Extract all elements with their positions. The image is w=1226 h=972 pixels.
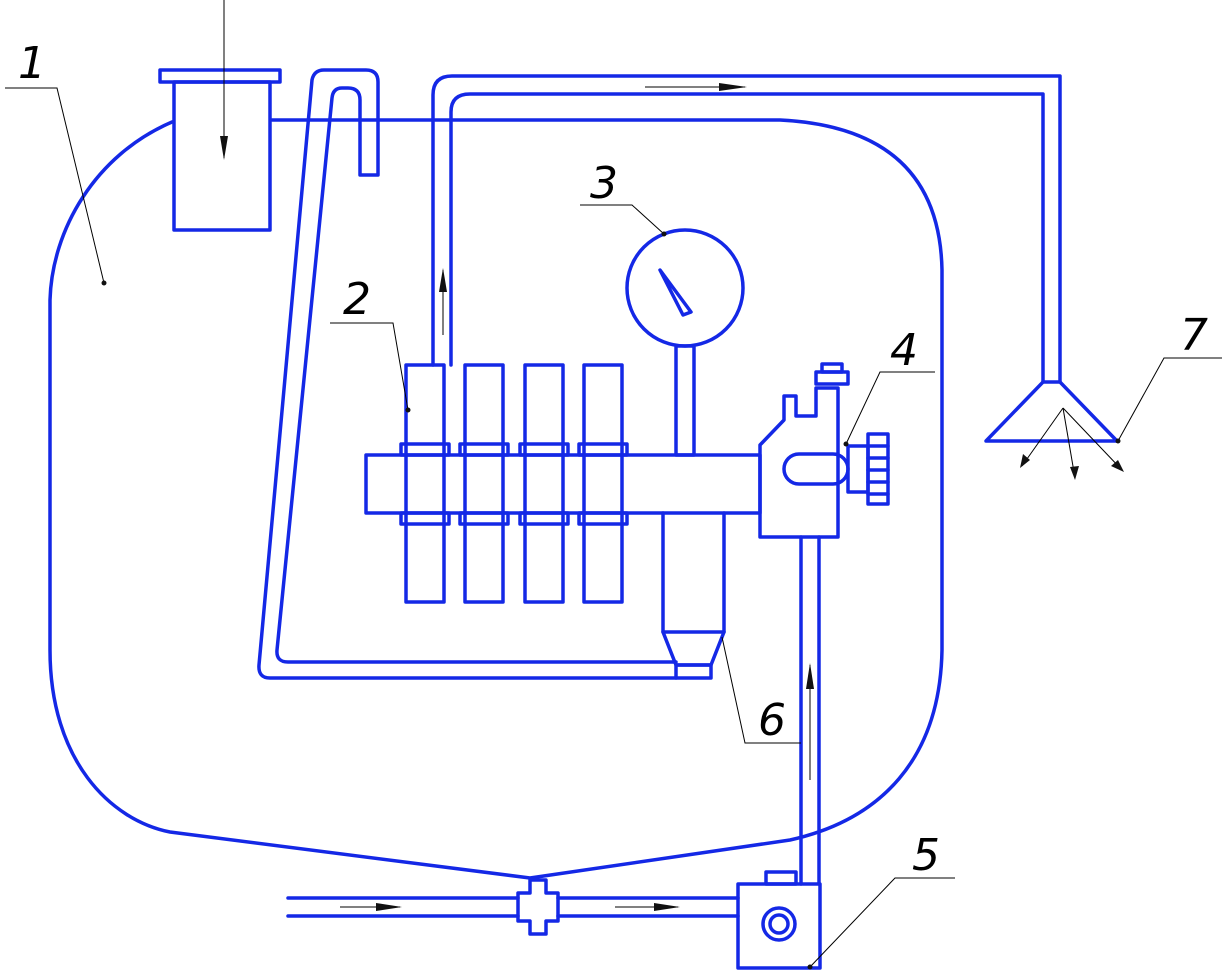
callout-6: 6 (758, 695, 786, 746)
cartridge-4 (577, 363, 629, 604)
nozzle-supply-pipe-inner (449, 92, 1045, 384)
callout-4: 4 (890, 325, 918, 376)
cartridge-3 (518, 363, 570, 604)
tank-outline (48, 118, 944, 880)
callout-3: 3 (590, 158, 618, 209)
cartridge-1 (399, 363, 451, 604)
callout-1: 1 (18, 38, 46, 89)
callout-2: 2 (343, 274, 371, 325)
inlet-pipe (286, 878, 740, 936)
spray-nozzle (984, 380, 1124, 480)
flow-arrows (220, 0, 814, 911)
callout-5: 5 (912, 830, 940, 881)
pressure-gauge (625, 228, 745, 457)
nozzle-supply-pipe-outer (431, 74, 1062, 384)
distribution-block (364, 363, 762, 604)
cartridge-2 (458, 363, 510, 604)
callout-7: 7 (1180, 310, 1208, 361)
leader-lines (5, 87, 1222, 970)
return-pipe-outer (257, 68, 678, 680)
filter-cup (661, 511, 726, 680)
filler-neck (158, 68, 282, 232)
inlet-valve (736, 870, 822, 970)
regulator-valve (758, 362, 890, 539)
